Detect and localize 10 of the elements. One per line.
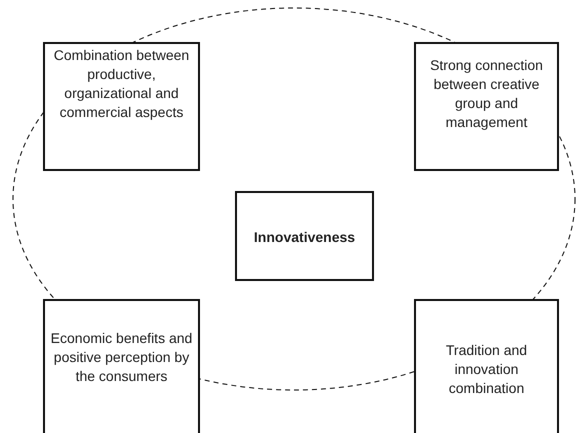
concept-box (235, 191, 374, 281)
box-text: Economic benefits and positive perception by the consumers (50, 329, 194, 386)
box-text: Combination between productive, organizational and commercial aspects (52, 46, 190, 122)
box-text: Innovativeness (252, 228, 356, 247)
concept-box (414, 42, 559, 171)
concept-box (43, 299, 200, 433)
box-text: Tradition and innovation combination (444, 341, 528, 398)
box-text: Strong connection between creative group and management (429, 56, 544, 132)
concept-box (43, 42, 200, 171)
concept-box (414, 299, 559, 433)
